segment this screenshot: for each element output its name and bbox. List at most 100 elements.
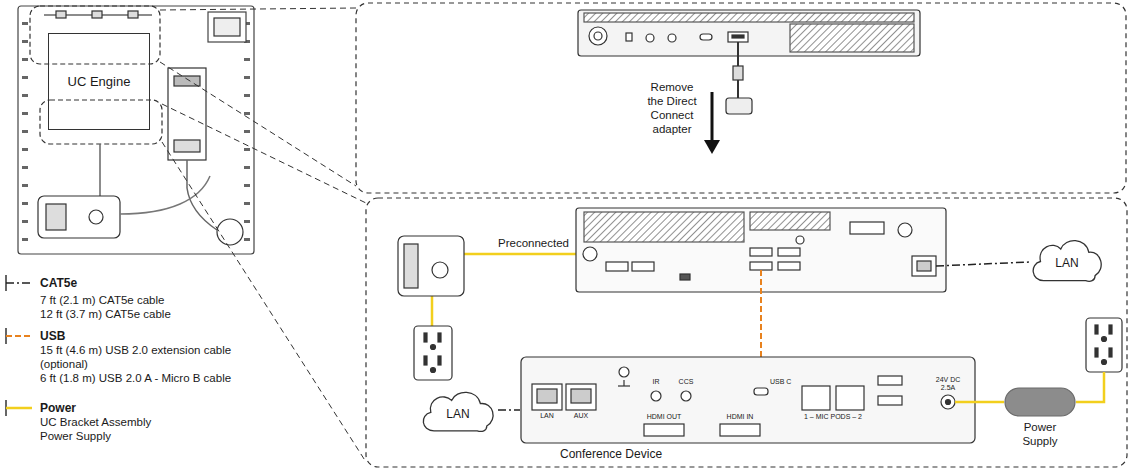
legend-entry: 6 ft (1.8 m) USB 2.0 A - Micro B cable <box>40 371 231 385</box>
outlet-ground <box>1102 337 1107 342</box>
wall-outlet <box>414 326 452 380</box>
plate-slot <box>244 202 250 205</box>
plate-slot <box>22 94 28 97</box>
outlet-slot <box>1095 348 1098 357</box>
ccs-jack <box>681 391 691 401</box>
plate-slot <box>244 220 250 223</box>
legend-text: 7 ft (2.1 m) CAT5e cable <box>40 294 164 306</box>
cat5e-cable <box>936 262 1030 266</box>
plate-slot <box>244 76 250 79</box>
conference-device: Conference Device <box>520 356 976 461</box>
supply-body <box>1005 388 1075 416</box>
power-adapter <box>398 236 464 296</box>
plate-slot <box>22 40 28 43</box>
supply-drawing <box>1004 387 1076 417</box>
outlet-slot <box>1109 348 1112 357</box>
rj45-port <box>912 256 936 276</box>
usb-port <box>878 396 902 405</box>
usb-a-detail <box>732 35 744 38</box>
annotation: Remove the Direct Connect adapter <box>644 80 700 136</box>
port-label: HDMI IN <box>720 413 760 421</box>
outlet-slot <box>424 356 427 365</box>
cloud-outline <box>423 392 493 431</box>
lan-cloud: LAN <box>1028 234 1106 284</box>
plate-slot <box>244 112 250 115</box>
plate-slot <box>22 22 28 25</box>
adapter-cable <box>737 42 739 66</box>
mounting-plate <box>18 6 254 254</box>
audio-jack <box>646 34 654 42</box>
outlet-slot <box>438 356 441 365</box>
power-connector <box>976 401 1004 404</box>
device-housing <box>521 357 975 443</box>
legend-entry: USB <box>40 329 65 343</box>
lan-cloud: LAN <box>418 386 498 434</box>
outlet-ground <box>431 368 436 373</box>
port-label: HDMI OUT <box>644 413 684 421</box>
jack-detail <box>537 389 557 403</box>
lock-slot <box>680 274 690 280</box>
vent <box>750 212 830 230</box>
vent <box>584 212 744 242</box>
annotation: Preconnected <box>498 236 569 250</box>
mic-pod-jack <box>836 386 864 410</box>
legend-entry: Power <box>40 401 76 415</box>
port-label: IR <box>646 378 666 386</box>
port-label: AUX <box>566 412 596 420</box>
legend-entry: 7 ft (2.1 m) CAT5e cable <box>40 293 164 307</box>
mic-pod-jack <box>802 386 830 410</box>
legend-entry: 15 ft (4.6 m) USB 2.0 extension cable (o… <box>40 343 270 371</box>
wall-outlet <box>1086 318 1122 372</box>
dc-jack <box>941 395 955 409</box>
plate-slot <box>22 130 28 133</box>
ir-jack <box>651 391 661 401</box>
legend-heading: Power <box>40 401 76 415</box>
usb-port <box>750 248 772 256</box>
legend-text: 12 ft (3.7 m) CAT5e cable <box>40 308 171 320</box>
remove-arrow <box>711 92 714 142</box>
adapter-plug <box>733 66 743 80</box>
legend-line <box>6 282 32 284</box>
detail-panel <box>356 3 1126 193</box>
cable <box>186 160 188 188</box>
antenna-port <box>898 223 912 237</box>
legend-heading: USB <box>40 329 65 343</box>
adapter-port <box>89 210 103 224</box>
plate-slot <box>244 166 250 169</box>
displayport <box>632 262 654 271</box>
callout-line <box>160 8 356 10</box>
node-label: UC Engine <box>68 74 131 90</box>
port-label: USB C <box>770 378 791 386</box>
plate-slot <box>244 130 250 133</box>
outlet-plate <box>217 219 243 245</box>
cloud-outline <box>1033 241 1101 282</box>
screw <box>796 236 804 244</box>
bracket-detail <box>174 140 200 152</box>
plate-slot <box>22 58 28 61</box>
power-cable <box>431 296 434 326</box>
legend-text: 15 ft (4.6 m) USB 2.0 extension cable (o… <box>40 344 231 370</box>
legend-entry: CAT5e <box>40 276 77 290</box>
module-detail <box>214 18 240 36</box>
callout-line <box>162 142 366 462</box>
power-cable <box>955 401 976 404</box>
node-label: LAN <box>1055 256 1078 270</box>
callout-line <box>160 62 356 186</box>
hdmi-port <box>720 424 760 436</box>
illustration-group <box>6 3 1127 467</box>
usb-c-port <box>700 34 712 40</box>
lan-jack <box>566 384 596 410</box>
plate-slot <box>244 94 250 97</box>
cable-tie <box>128 11 138 18</box>
plate-slot <box>244 238 250 241</box>
cable-tie <box>92 11 102 18</box>
dc-jack <box>583 247 597 261</box>
module-box <box>208 12 246 42</box>
legend-text: 6 ft (1.8 m) USB 2.0 A - Micro B cable <box>40 372 231 384</box>
plate-slot <box>22 220 28 223</box>
port-label: CCS <box>674 378 698 386</box>
outlet-ground <box>1102 360 1107 365</box>
plate-slot <box>22 148 28 151</box>
power-cable <box>464 253 583 256</box>
engine-front <box>578 10 920 56</box>
